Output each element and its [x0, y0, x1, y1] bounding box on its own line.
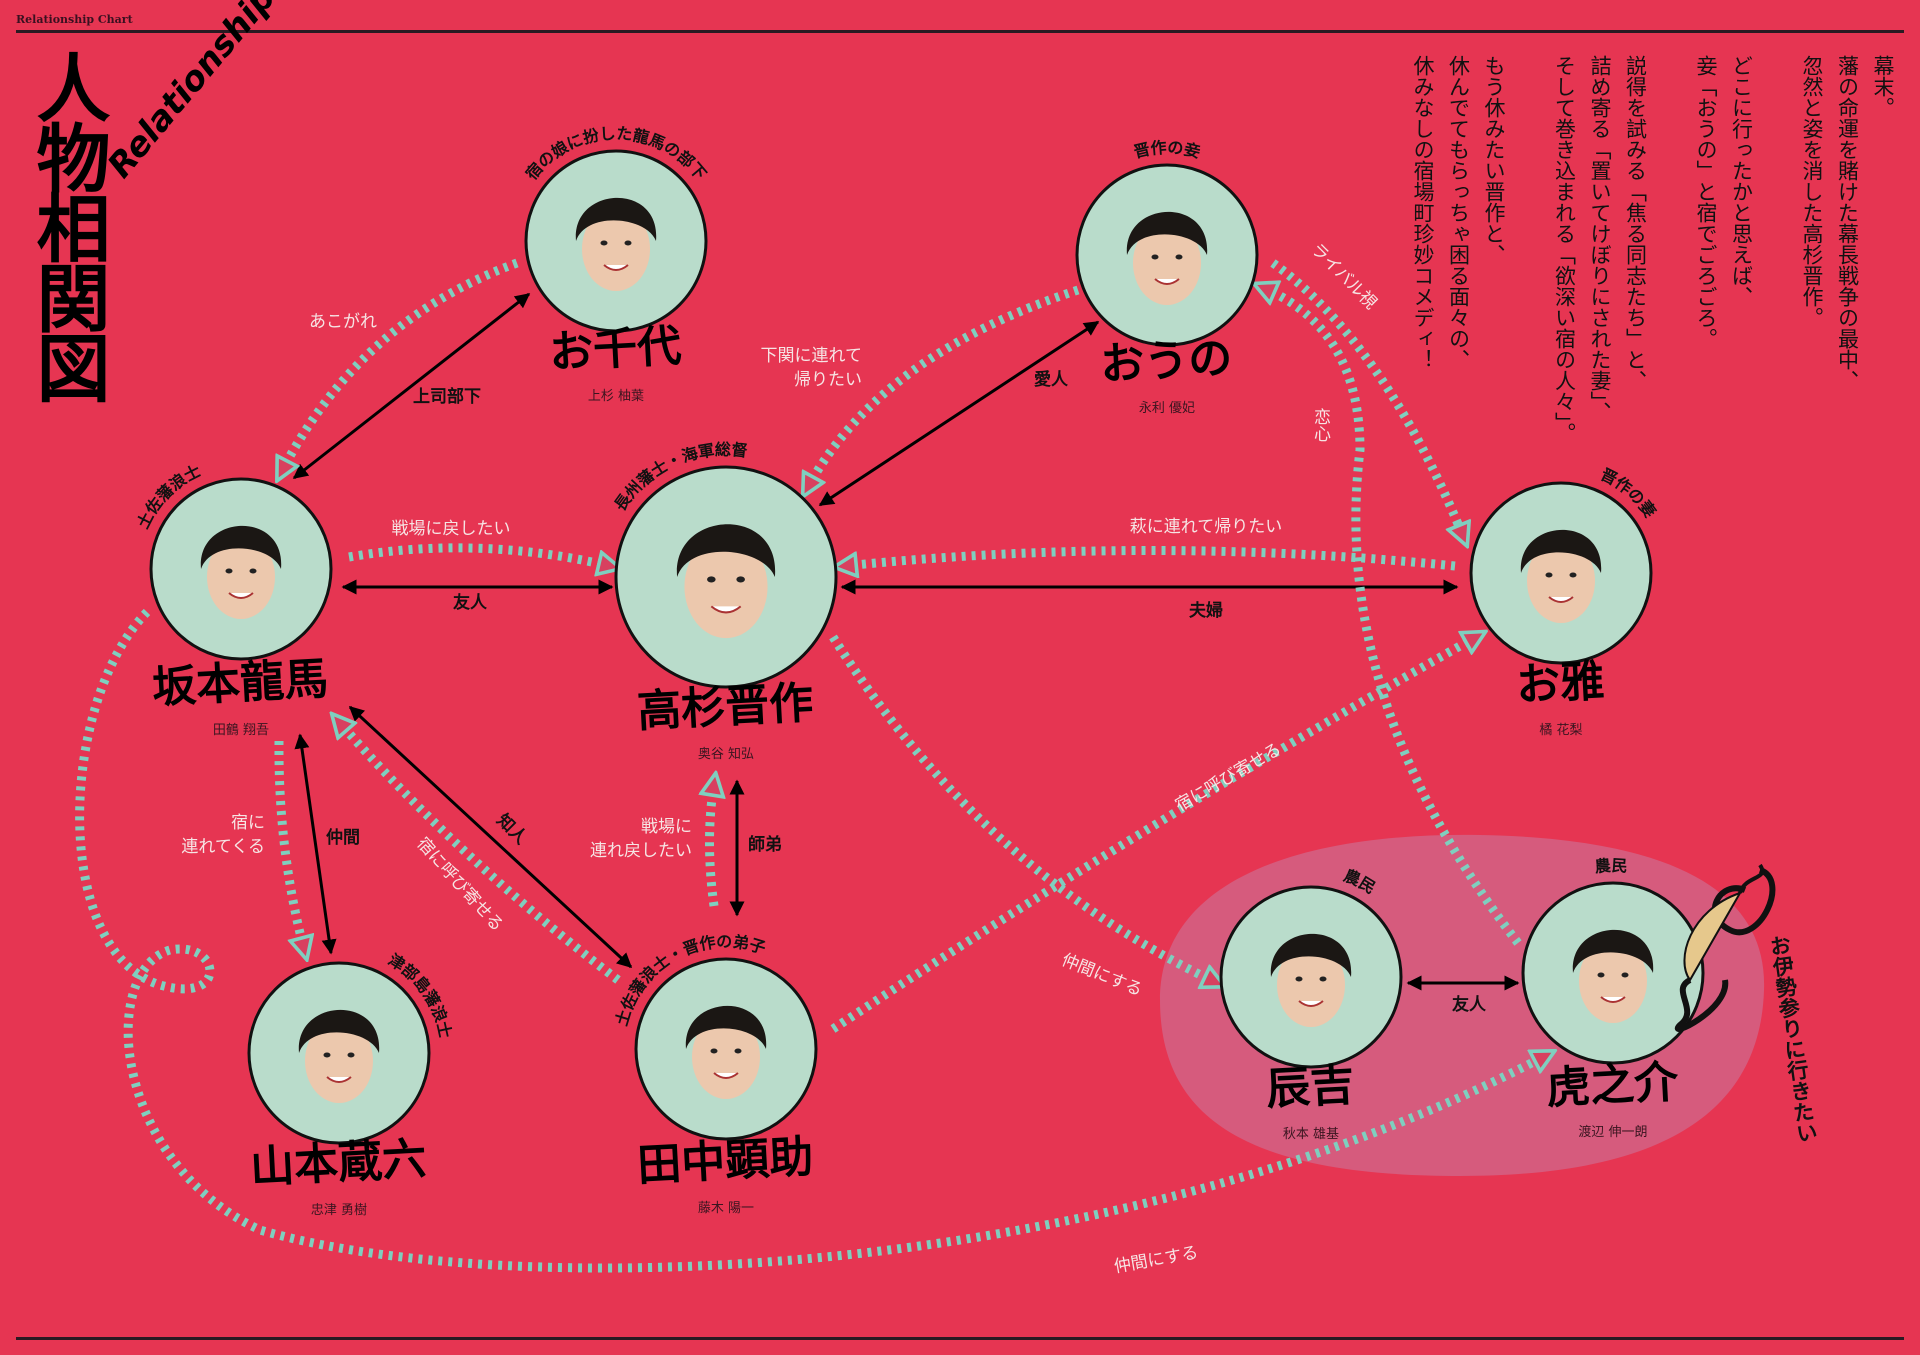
intro-paragraph: もう休みたい晋作と、休んでてもらっちゃ困る面々の、休みなしの宿場町珍妙コメディ！: [1405, 55, 1512, 695]
relation-label: 仲間にする: [1059, 950, 1145, 1000]
actor-name: 奥谷 知弘: [698, 746, 754, 762]
relation-dashed-arrow: [1264, 288, 1522, 946]
relation-label: 上司部下: [413, 386, 481, 407]
bottom-rule: [16, 1337, 1904, 1340]
relation-dashed-arrow: [282, 258, 519, 471]
relation-dashed-arrow: [710, 784, 715, 907]
relation-label: ライバル視: [1307, 239, 1381, 313]
actor-name: 田鶴 翔吾: [213, 722, 269, 738]
relation-label: あこがれ: [309, 312, 377, 332]
character-name: 虎之介: [1545, 1057, 1680, 1115]
portrait-photo: [200, 525, 282, 619]
character-name: お千代: [548, 321, 682, 379]
actor-name: 藤木 陽一: [698, 1201, 754, 1216]
relation-label: 戦場に戻したい: [392, 519, 511, 539]
relation-arrow: [348, 705, 633, 969]
relation-dashed-arrow: [274, 740, 304, 949]
portrait-photo: [676, 524, 776, 639]
intro-line: どこに行ったかと思えば、: [1729, 55, 1754, 307]
relation-label: 宿に呼び寄せる: [1172, 739, 1285, 816]
relation-label: 下関に連れて帰りたい: [761, 346, 863, 390]
relation-dashed-arrow: [348, 543, 610, 566]
relation-label: 友人: [1452, 994, 1487, 1015]
character-name: おうの: [1099, 333, 1233, 391]
relation-label: 宿に連れてくる: [181, 813, 265, 857]
relation-dashed-arrow: [808, 285, 1080, 487]
relation-label: 仲間にする: [1112, 1243, 1199, 1277]
relation-label: 友人: [453, 592, 488, 613]
relation-dashed-arrow: [1270, 259, 1463, 536]
actor-name: 忠津 勇樹: [311, 1203, 367, 1218]
intro-line: 藩の命運を賭けた幕長戦争の最中、: [1835, 55, 1860, 391]
relation-label: 宿に呼び寄せる: [412, 834, 506, 936]
actor-name: 永利 優妃: [1139, 401, 1195, 416]
intro-paragraph: 説得を試みる「焦る同志たち」と、詰め寄る「置いてけぼりにされた妻」、そして巻き込…: [1546, 55, 1653, 695]
relation-arrow: [292, 292, 531, 480]
relation-label: 恋心: [1310, 407, 1331, 442]
relation-arrow: [294, 733, 337, 955]
page-title: 人物相関図: [24, 50, 110, 400]
intro-line: 説得を試みる「焦る同志たち」と、: [1623, 55, 1648, 391]
portrait-photo: [575, 197, 657, 291]
intro-line: 幕末。: [1871, 55, 1895, 118]
relation-dashed-arrow: [845, 546, 1456, 567]
actor-name: 橘 花梨: [1539, 722, 1582, 738]
portrait-photo: [685, 1005, 767, 1099]
actor-name: 渡辺 伸一朗: [1578, 1124, 1647, 1140]
relation-dashed-arrow: [339, 722, 621, 984]
actor-name: 秋本 雄基: [1283, 1127, 1339, 1142]
pilgrimage-annotation: お伊勢参りに行きたい: [1766, 933, 1819, 1144]
relation-label: 愛人: [1034, 369, 1069, 390]
character-role-text: 晋作の妾: [1132, 138, 1202, 162]
character-name: お雅: [1515, 656, 1606, 712]
intro-line: 休んでてもらっちゃ困る面々の、: [1446, 55, 1471, 370]
intro-line: 妾「おうの」と宿でごろごろ。: [1694, 55, 1718, 349]
character-name: 辰吉: [1265, 1060, 1356, 1116]
relation-arrow: [818, 320, 1100, 507]
relation-dashed-arrow: [829, 634, 1215, 982]
relation-label: 夫婦: [1189, 600, 1223, 621]
relation-label: 戦場に連れ戻したい: [590, 817, 692, 861]
intro-paragraph: 幕末。藩の命運を賭けた幕長戦争の最中、忽然と姿を消した高杉晋作。: [1794, 55, 1901, 695]
relation-label: 師弟: [748, 834, 782, 855]
intro-line: 忽然と姿を消した高杉晋作。: [1800, 55, 1824, 328]
portrait-photo: [1270, 933, 1352, 1027]
intro-line: 詰め寄る「置いてけぼりにされた妻」、: [1588, 55, 1612, 423]
top-rule: [16, 30, 1904, 33]
actor-name: 上杉 柚葉: [588, 389, 644, 404]
header-label: Relationship Chart: [16, 13, 133, 26]
character-name: 高杉晋作: [636, 677, 814, 737]
portrait-photo: [298, 1009, 380, 1103]
character-name: 田中顕助: [636, 1131, 814, 1191]
portrait-photo: [1572, 929, 1654, 1023]
intro-text: 幕末。藩の命運を賭けた幕長戦争の最中、忽然と姿を消した高杉晋作。どこに行ったかと…: [1370, 55, 1901, 695]
relation-label: 萩に連れて帰りたい: [1130, 517, 1283, 537]
character-role: 晋作の妾: [1132, 138, 1202, 162]
character-name: 坂本龍馬: [151, 653, 329, 713]
intro-line: そして巻き込まれる「欲深い宿の人々」。: [1552, 55, 1577, 444]
relation-label: 仲間: [326, 827, 360, 848]
portrait-photo: [1126, 211, 1208, 305]
portrait-photo: [1520, 529, 1602, 623]
character-name: 山本蔵六: [249, 1133, 427, 1193]
intro-line: もう休みたい晋作と、: [1482, 55, 1506, 265]
intro-paragraph: どこに行ったかと思えば、妾「おうの」と宿でごろごろ。: [1688, 55, 1759, 695]
paper-fan-icon: [1674, 863, 1776, 1032]
relation-dashed-arrow: [75, 608, 1545, 1273]
intro-line: 休みなしの宿場町珍妙コメディ！: [1411, 55, 1435, 370]
